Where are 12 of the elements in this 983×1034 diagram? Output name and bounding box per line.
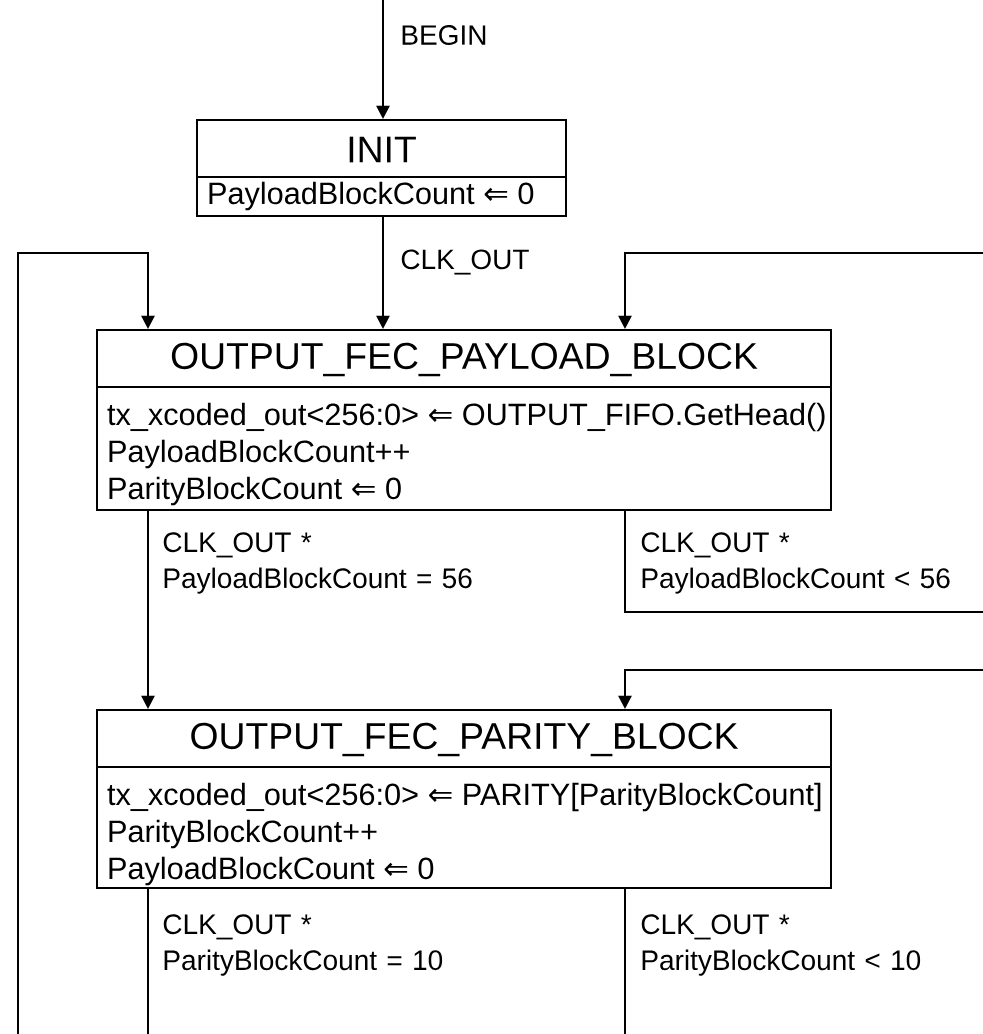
edge-label: CLK_OUT * PayloadBlockCount < 56 [641, 532, 950, 594]
edge-label: CLK_OUT * ParityBlockCount = 10 [163, 914, 443, 976]
arrow [618, 669, 983, 1034]
state-box: OUTPUT_FEC_PARITY_BLOCK tx_xcoded_out<256:0> ⇐ PARITY[ParityBlockCount] ParityBlockCount++ PayloadBlockCount ⇐ 0 [96, 709, 832, 889]
edge-label: CLK_OUT * ParityBlockCount < 10 [641, 914, 921, 976]
state-box: OUTPUT_FEC_PAYLOAD_BLOCK tx_xcoded_out<256:0> ⇐ OUTPUT_FIFO.GetHead() PayloadBlockCount++ ParityBlockCount ⇐ 0 [96, 329, 832, 511]
arrow [618, 252, 983, 613]
edge-label: BEGIN [402, 25, 486, 45]
state-box: INIT PayloadBlockCount ⇐ 0 [196, 119, 567, 217]
edge-label: CLK_OUT [401, 249, 529, 275]
arrow [17, 252, 155, 1034]
edge-label: CLK_OUT * PayloadBlockCount = 56 [163, 532, 472, 594]
